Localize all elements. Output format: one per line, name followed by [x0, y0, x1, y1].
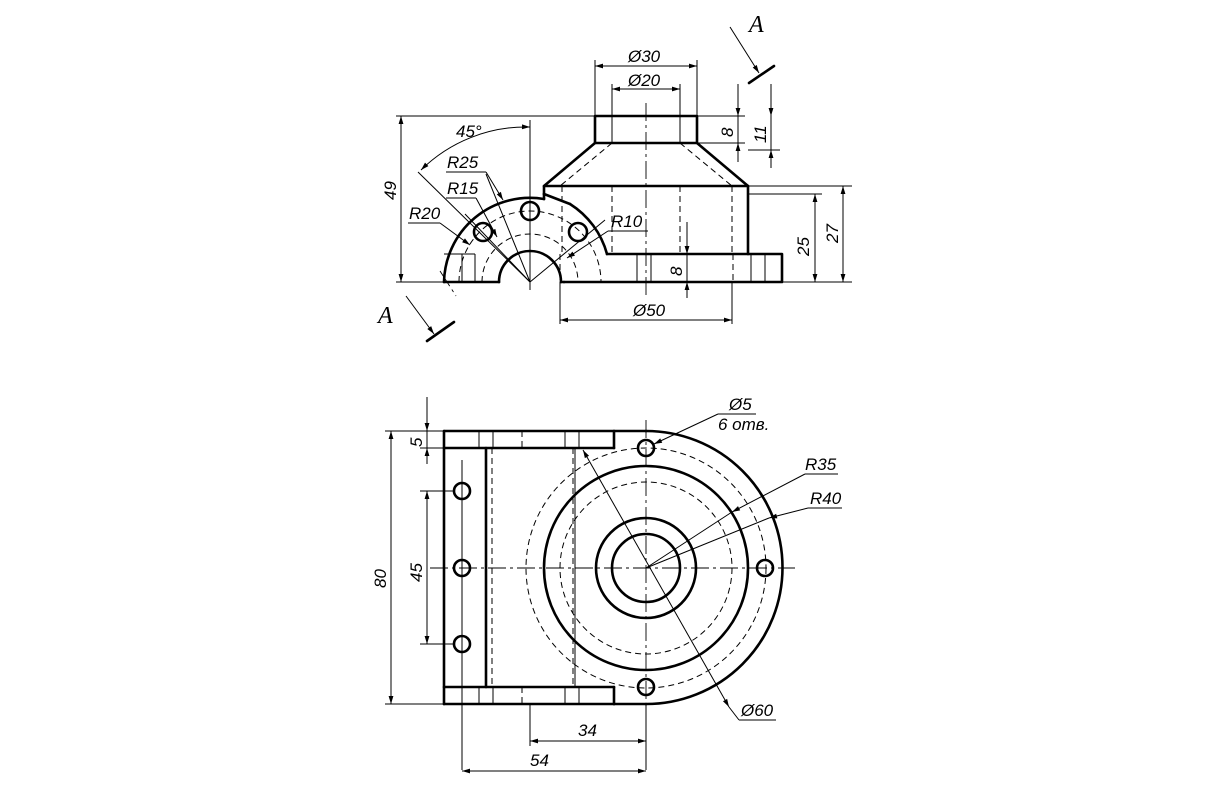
- dim-r15: R15: [447, 179, 479, 198]
- dim-r25: R25: [447, 153, 479, 172]
- dim-h49: 49: [381, 181, 400, 200]
- dimensions-top: 5 80 45 34 54 Ø5 6 отв. R: [371, 395, 842, 774]
- dim-h27: 27: [823, 224, 842, 244]
- base-plate: [559, 252, 784, 284]
- section-mark-bottom: A: [376, 295, 456, 343]
- front-view: Ø30 Ø20 8 11 49: [376, 12, 852, 343]
- dim-h8-base: 8: [667, 266, 686, 276]
- dim-d60: Ø60: [740, 701, 774, 720]
- dim-w54: 54: [530, 751, 549, 770]
- dim-h8-top: 8: [718, 127, 737, 137]
- dim-h80: 80: [371, 569, 390, 588]
- dim-r40: R40: [810, 489, 842, 508]
- dim-h45: 45: [407, 563, 426, 582]
- section-mark-top: A: [729, 12, 776, 85]
- dim-d5: Ø5: [728, 395, 752, 414]
- section-label-top: A: [747, 12, 764, 38]
- dim-angle45: 45°: [456, 122, 482, 141]
- dimensions-front: Ø30 Ø20 8 11 49: [381, 47, 852, 324]
- dim-h25: 25: [794, 237, 813, 257]
- dim-h11: 11: [751, 125, 770, 143]
- dim-d20: Ø20: [627, 71, 661, 90]
- top-view: 5 80 45 34 54 Ø5 6 отв. R: [371, 395, 842, 774]
- body-cylinder: [561, 184, 750, 256]
- section-label-bottom: A: [376, 303, 393, 329]
- dim-r35: R35: [805, 455, 837, 474]
- front-centerlines: [417, 103, 647, 297]
- dim-d50: Ø50: [632, 301, 666, 320]
- dim-r20: R20: [409, 204, 441, 223]
- dim-w34: 34: [578, 721, 597, 740]
- plate-slots: [478, 431, 580, 704]
- holes-note: 6 отв.: [718, 415, 769, 434]
- dim-h5: 5: [407, 437, 426, 447]
- dim-r10: R10: [611, 212, 643, 231]
- dim-d30: Ø30: [627, 47, 661, 66]
